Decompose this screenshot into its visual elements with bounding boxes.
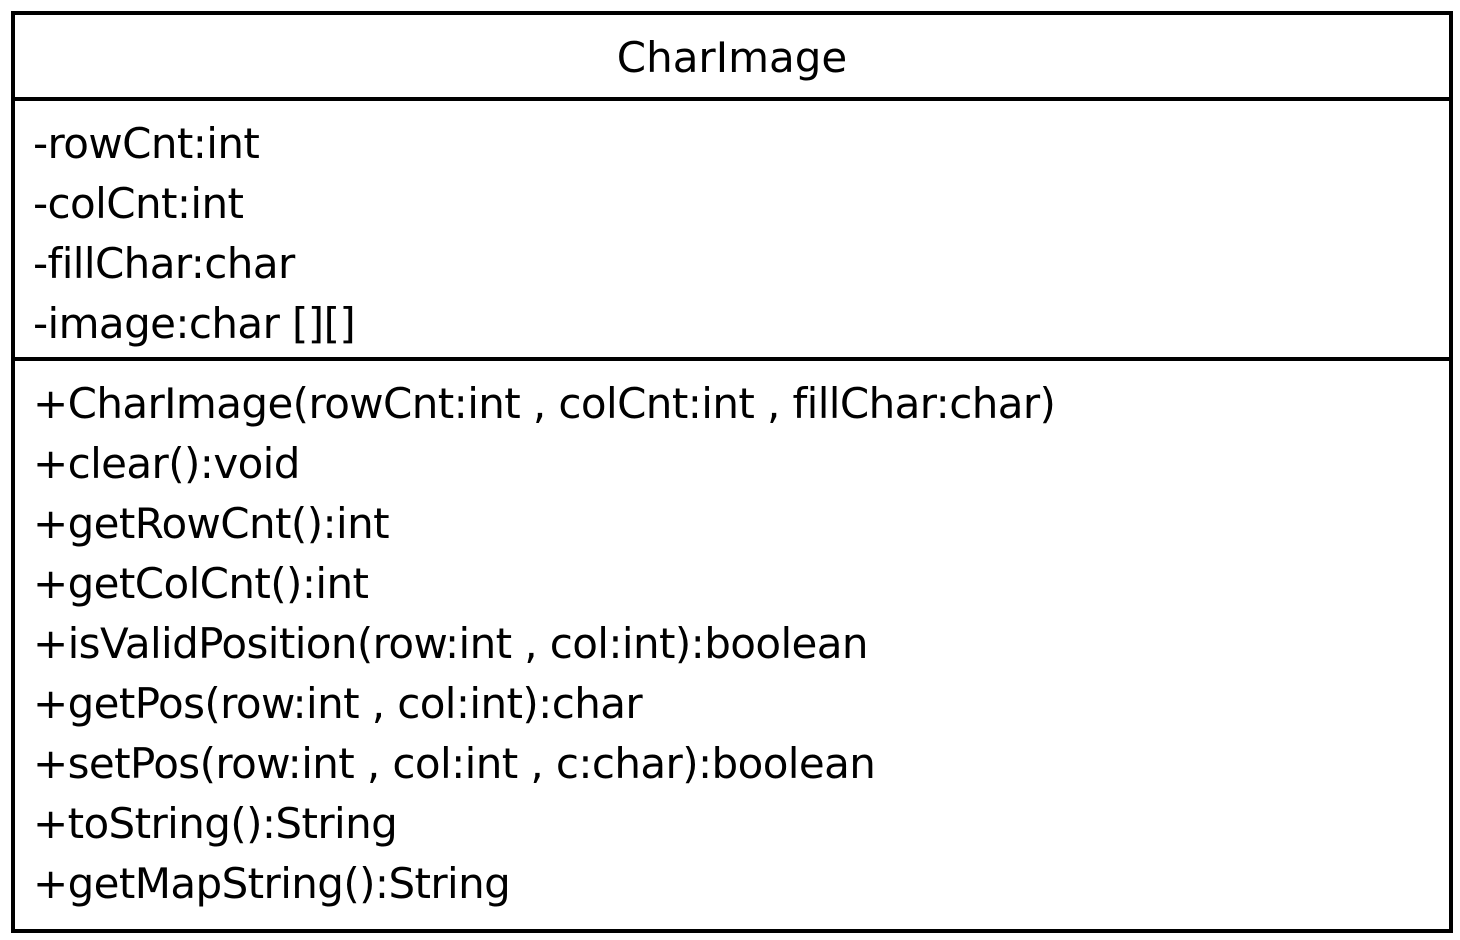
attribute-image: -image:char [][] <box>33 299 356 348</box>
operation-is-valid-position: +isValidPosition(row:int , col:int):bool… <box>33 619 869 668</box>
class-name: CharImage <box>15 15 1449 101</box>
attribute-col-cnt: -colCnt:int <box>33 179 244 228</box>
operation-get-map-string: +getMapString():String <box>33 859 511 908</box>
uml-class-box: CharImage -rowCnt:int -colCnt:int -fillC… <box>11 11 1453 933</box>
attributes-compartment: -rowCnt:int -colCnt:int -fillChar:char -… <box>15 101 1449 361</box>
attribute-row-cnt: -rowCnt:int <box>33 119 260 168</box>
operation-set-pos: +setPos(row:int , col:int , c:char):bool… <box>33 739 876 788</box>
operation-to-string: +toString():String <box>33 799 398 848</box>
attribute-fill-char: -fillChar:char <box>33 239 295 288</box>
operation-get-row-cnt: +getRowCnt():int <box>33 499 390 548</box>
operation-get-pos: +getPos(row:int , col:int):char <box>33 679 643 728</box>
operation-get-col-cnt: +getColCnt():int <box>33 559 369 608</box>
operation-clear: +clear():void <box>33 439 300 488</box>
operations-compartment: +CharImage(rowCnt:int , colCnt:int , fil… <box>15 361 1449 929</box>
operation-constructor: +CharImage(rowCnt:int , colCnt:int , fil… <box>33 379 1056 428</box>
